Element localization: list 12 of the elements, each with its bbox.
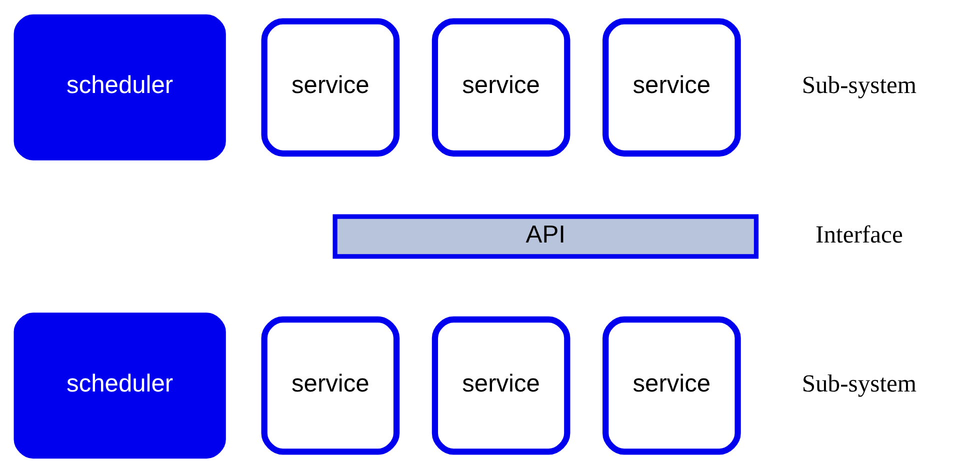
node-box: service: [432, 316, 570, 454]
node-box: service: [602, 18, 741, 156]
node-box: service: [432, 18, 570, 156]
node-box: scheduler: [14, 312, 226, 458]
node-box: service: [602, 316, 741, 454]
node-box: service: [261, 316, 400, 454]
label: Interface: [816, 220, 903, 248]
node-box: scheduler: [14, 14, 226, 160]
node-box: API: [332, 214, 759, 258]
node-box: service: [261, 18, 400, 156]
label: Sub-system: [802, 370, 917, 397]
label: Sub-system: [802, 72, 917, 99]
